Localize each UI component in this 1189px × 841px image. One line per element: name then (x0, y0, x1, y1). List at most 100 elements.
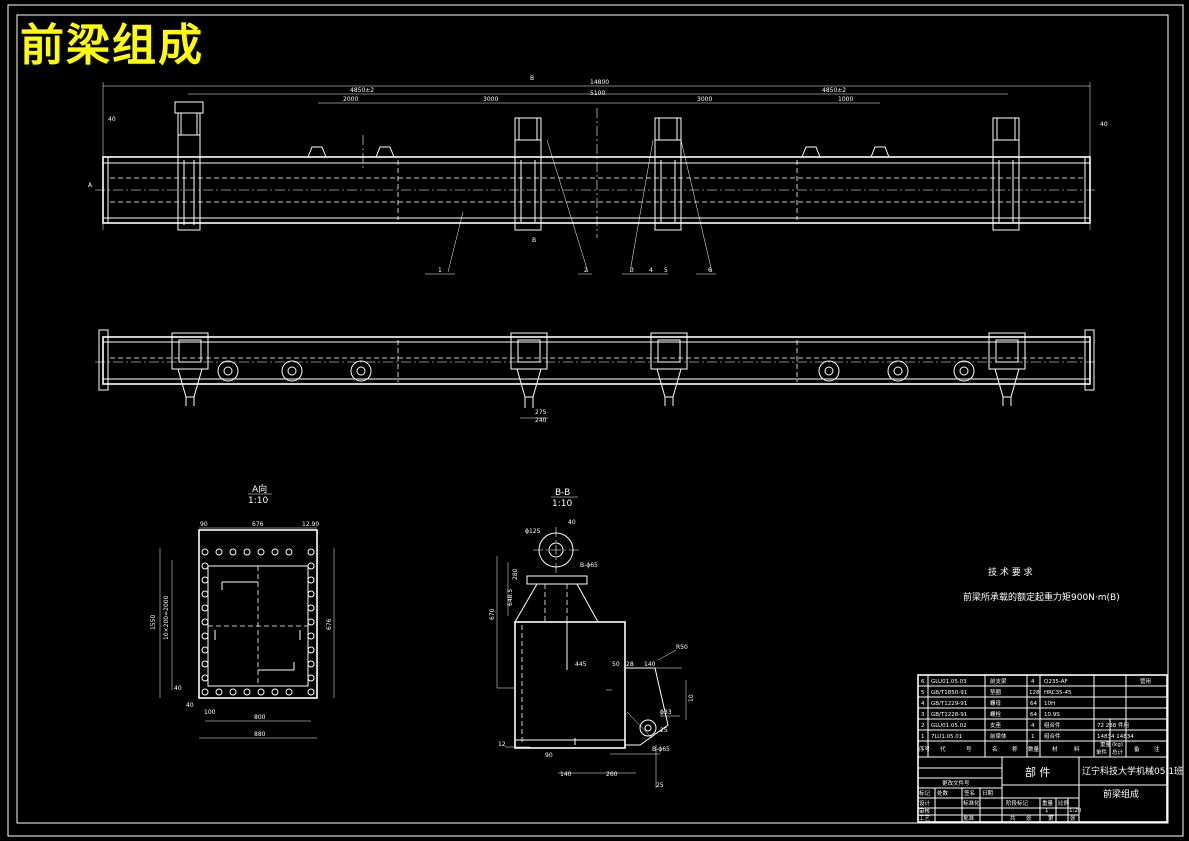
leader-6: 6 (708, 267, 712, 274)
bb-dim-670: 670 (489, 608, 496, 620)
view-a-scale: 1:10 (248, 496, 268, 506)
bb-dim-25: 25 (656, 782, 664, 789)
outer-frame (7, 4, 1184, 837)
bom-6-no: 1 (921, 734, 925, 740)
tb-field-weight: 重量 (1042, 799, 1054, 807)
bb-dim-phi125: ϕ125 (525, 528, 541, 535)
bom-6-name: 前梁体 (990, 732, 1007, 740)
tb-field-sheet: 张 (1026, 814, 1032, 822)
bom-sub-kg: (kg) (1112, 742, 1123, 748)
leader-4: 4 (649, 267, 653, 274)
tb-field-stage: 阶段标记 (1006, 799, 1029, 807)
dim-upper-left: 4850±2 (350, 87, 374, 94)
tb-field-change: 更改文件号 (942, 779, 970, 787)
bb-dim-280: 280 (512, 568, 519, 580)
tb-field-design: 设计 (919, 799, 931, 807)
tb-qty-value: 1 (1045, 808, 1049, 814)
section-bb-label: B-B (555, 488, 570, 498)
bom-2-name: 垫圈 (990, 688, 1002, 696)
bb-dim-phi33: ϕ33 (660, 709, 672, 716)
bom-head-mat-1: 材 (1052, 745, 1058, 753)
bom-5-code: GLU01.05.02 (931, 723, 967, 729)
bb-dim-90: 90 (545, 752, 553, 759)
tb-field-sheet-2: 张 (1070, 814, 1076, 822)
tb-field-process: 工艺 (919, 815, 931, 822)
bb-dim-445: 445 (575, 661, 587, 668)
bom-5-qty: 4 (1031, 723, 1035, 729)
section-mark-bottom: B (532, 237, 536, 244)
dim-mid-3: 5100 (590, 90, 605, 97)
bom-head-note-2: 注 (1154, 745, 1160, 753)
bom-5-note: 72 288 件用 (1097, 721, 1129, 729)
bom-4-material: 10.9S (1044, 712, 1060, 718)
bb-dim-140: 140 (644, 661, 656, 668)
tb-field-standard: 标准化 (963, 799, 980, 807)
bom-3-code: GB/T1229-91 (931, 701, 967, 707)
bom-2-no: 5 (921, 690, 925, 696)
bb-dim-648-5: 648.5 (507, 589, 514, 606)
dim-mid-2: 3000 (483, 96, 498, 103)
bom-head-mat-2: 料 (1074, 745, 1080, 753)
bom-head-total: 总计 (1112, 748, 1124, 756)
view-a-bottom-dim-2: 100 (204, 709, 216, 716)
bom-4-name: 螺栓 (990, 710, 1002, 718)
view-a: A向 1:10 90 676 12.90 1550 10 (150, 483, 335, 739)
bom-head-code-1: 代 (940, 745, 946, 753)
tech-line: 前梁所承载的额定起重力矩900N·m(B) (963, 591, 1120, 603)
view-a-left-dim-1: 1550 (150, 615, 157, 630)
bom-1-note: 管用 (1140, 677, 1151, 685)
tb-field-total: 共 (1010, 814, 1016, 822)
bom-2-code: GB/T1850-91 (931, 690, 967, 696)
bb-dim-25-2: 25 (660, 727, 668, 734)
tb-school: 辽宁科技大学机械05.1班 (1082, 765, 1183, 777)
tb-field-date: 日期 (982, 790, 994, 797)
bom-1-code: GLU01.05.03 (931, 679, 967, 685)
bb-dim-50: 50 (612, 661, 620, 668)
dim-mid-4: 3000 (697, 96, 712, 103)
bom-5-material: 组合件 (1044, 721, 1061, 729)
bom-5-no: 2 (921, 723, 925, 729)
bom-6-material: 组合件 (1044, 732, 1061, 740)
view-a-bottom-dim-4: 880 (254, 731, 266, 738)
view-mark-a: A (88, 182, 93, 189)
bom-4-code: GB/T1228-91 (931, 712, 967, 718)
leader-3: 3 (630, 267, 634, 274)
bb-dim-40: 40 (568, 519, 576, 526)
bb-dim-b-phi65-2: B-ϕ65 (652, 746, 670, 753)
front-view: 275 240 (95, 329, 1098, 424)
dim-mid-1: 2000 (343, 96, 358, 103)
view-a-top-dim-1: 90 (200, 521, 208, 528)
view-a-label: A向 (252, 483, 267, 495)
bom-1-no: 6 (921, 679, 925, 685)
bom-3-qty: 64 (1030, 701, 1037, 707)
dim-side-right: 40 (1100, 121, 1108, 128)
view-a-top-dim-2: 676 (252, 521, 264, 528)
bom-head-unit: 单件 (1096, 748, 1108, 756)
bb-dim-b-phi65: B-ϕ65 (580, 562, 598, 569)
leader-1: 1 (438, 267, 442, 274)
tb-field-review: 审核 (919, 807, 931, 815)
technical-requirements: 技 术 要 求 前梁所承载的额定起重力矩900N·m(B) (963, 566, 1120, 603)
tb-scale-value: 1:20 (1069, 808, 1082, 814)
tb-field-count: 处数 (937, 789, 949, 797)
tech-title: 技 术 要 求 (988, 566, 1033, 578)
bom-6-code: 7LU1.05.01 (931, 734, 962, 740)
bb-dim-12: 12 (498, 741, 506, 748)
inner-frame (16, 14, 1169, 824)
tb-field-approve: 批准 (963, 814, 975, 822)
view-a-top-dim-3: 12.90 (302, 521, 319, 528)
leader-5: 5 (664, 267, 668, 274)
bom-head-name-1: 名 (992, 745, 998, 753)
bom-5-name: 支座 (990, 721, 1002, 729)
tb-field-scale: 比例 (1058, 799, 1070, 807)
bb-dim-10: 10 (688, 694, 695, 702)
section-b-b: B-B 1:10 ϕ125 40 B-ϕ65 280 (489, 488, 695, 789)
dim-side-left: 40 (108, 116, 116, 123)
bom-6-qty: 1 (1031, 734, 1035, 740)
tb-field-sign: 签名 (964, 789, 975, 797)
front-dim-2: 240 (535, 417, 547, 424)
section-mark-top: B (530, 75, 534, 82)
bom-2-qty: 128 (1029, 690, 1040, 696)
bom-3-name: 螺母 (990, 699, 1002, 707)
section-bb-scale: 1:10 (552, 499, 572, 509)
